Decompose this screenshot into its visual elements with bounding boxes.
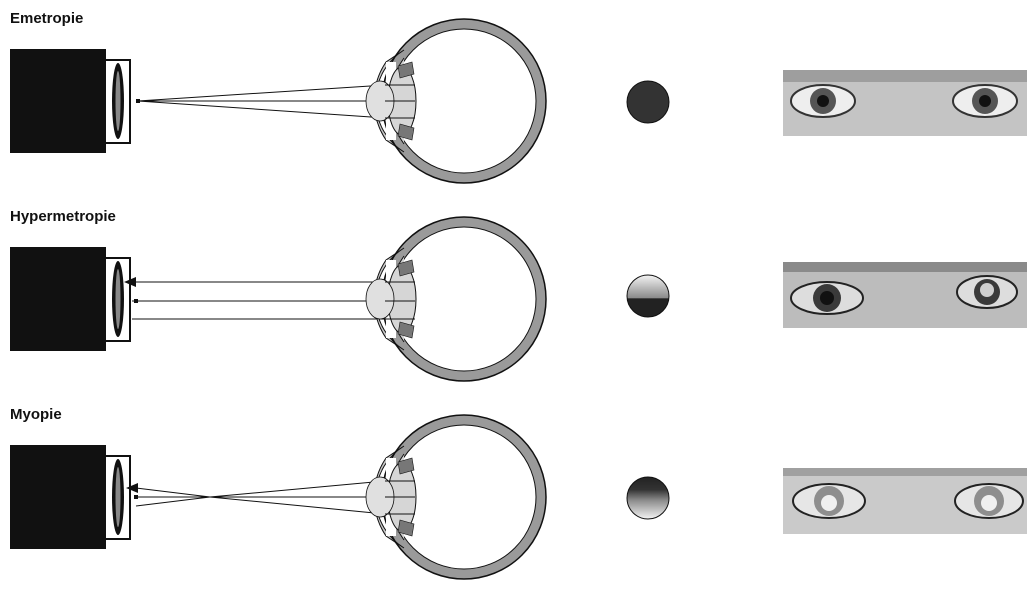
retinoscope-icon [10,247,130,351]
row-myopie: Myopie [0,396,1027,591]
pupil-reflex-dark [627,81,669,123]
pupil-reflex-hyperopia [627,275,669,317]
eyes-photo [783,70,1027,136]
diagram-hypermetropie [0,198,783,393]
eye-pair-icon [783,468,1027,534]
retinoscope-icon [10,49,130,153]
eyes-photo [783,262,1027,328]
row-emetropie: Emetropie [0,0,1027,195]
eyes-photo [783,468,1027,534]
row-hypermetropie: Hypermetropie [0,198,1027,393]
eye-pair-icon [783,262,1027,328]
diagram-myopie [0,396,783,583]
eye-pair-icon [783,70,1027,136]
retinoscope-icon [10,445,130,549]
diagram-emetropie [0,0,783,195]
eye-cross-section [366,217,546,381]
pupil-reflex-myopia [627,477,669,519]
